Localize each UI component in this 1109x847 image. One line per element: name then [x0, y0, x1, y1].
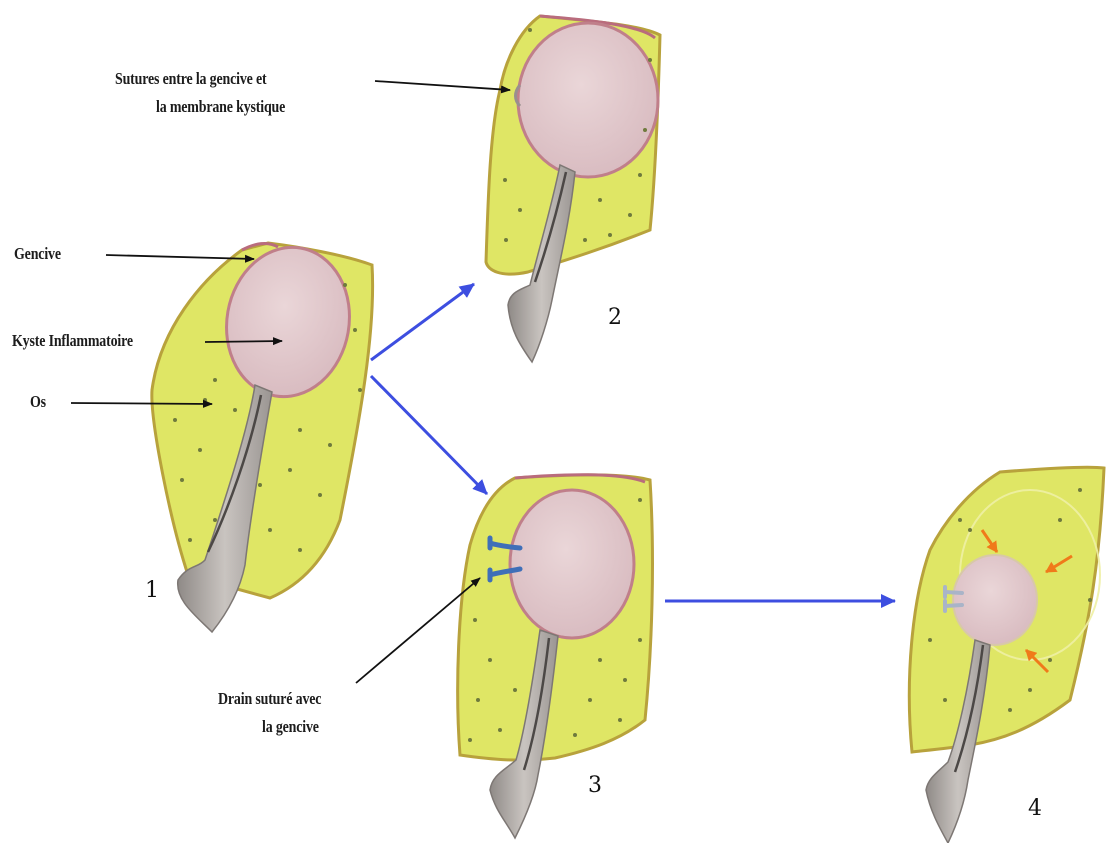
label-drain-line2: la gencive — [262, 716, 319, 738]
label-drain-line1: Drain suturé avec — [218, 688, 321, 710]
cyst-3 — [510, 490, 634, 638]
stage-3-illustration — [458, 475, 653, 838]
stage-4-illustration — [909, 467, 1104, 843]
stage-2-illustration — [486, 16, 660, 362]
leader-sutures — [375, 81, 510, 90]
stage-1-illustration — [152, 238, 373, 632]
label-os: Os — [30, 391, 46, 413]
cyst-2 — [518, 23, 658, 177]
step-number-4: 4 — [1028, 796, 1042, 821]
arrow-1-to-2 — [371, 284, 474, 360]
label-sutures-line1: Sutures entre la gencive et — [115, 68, 266, 90]
label-gencive: Gencive — [14, 243, 61, 265]
step-number-3: 3 — [588, 773, 602, 798]
leader-os — [71, 403, 212, 404]
label-sutures-line2: la membrane kystique — [156, 96, 285, 118]
step-number-2: 2 — [608, 305, 622, 330]
leader-kyste — [205, 341, 282, 342]
step-number-1: 1 — [145, 578, 159, 603]
cyst-4 — [953, 555, 1037, 645]
arrow-1-to-3 — [371, 376, 487, 494]
label-kyste: Kyste Inflammatoire — [12, 330, 133, 352]
